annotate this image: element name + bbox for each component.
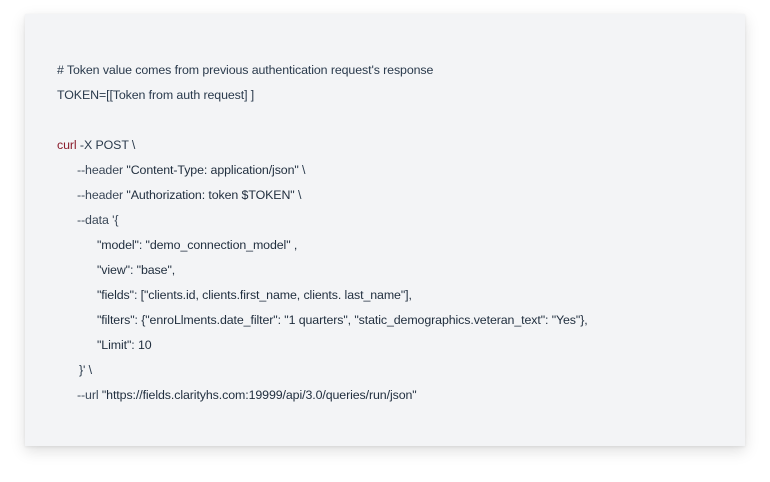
header-content-type-line: --header "Content-Type: application/json…: [57, 158, 729, 183]
json-value: ["clients.id, clients.first_name, client…: [140, 288, 412, 302]
json-value: {"enroLlments.date_filter": "1 quarters"…: [141, 313, 588, 327]
token-text: TOKEN=[[Token from auth request] ]: [57, 88, 255, 102]
json-value: "demo_connection_model" ,: [145, 238, 298, 252]
json-fields-line: "fields": ["clients.id, clients.first_na…: [57, 283, 729, 308]
header-flag: --header: [77, 188, 127, 202]
json-model-line: "model": "demo_connection_model" ,: [57, 233, 729, 258]
header-value: "Authorization: token $TOKEN": [126, 188, 295, 202]
code-content: # Token value comes from previous authen…: [57, 58, 729, 408]
curl-line: curl -X POST \: [57, 133, 729, 158]
json-separator: :: [129, 263, 137, 277]
header-value: "Content-Type: application/json": [126, 163, 299, 177]
data-close-line: }' \: [57, 358, 729, 383]
data-open-line: --data '{: [57, 208, 729, 233]
json-separator: :: [134, 313, 142, 327]
json-separator: :: [138, 238, 146, 252]
json-value: "base",: [136, 263, 176, 277]
data-flag: --data '{: [77, 213, 119, 227]
url-flag: --url: [77, 388, 102, 402]
json-filters-line: "filters": {"enroLlments.date_filter": "…: [57, 308, 729, 333]
json-key: "fields": [97, 288, 134, 302]
url-value: "https://fields.clarityhs.com:19999/api/…: [101, 388, 417, 402]
line-continuation: \: [298, 163, 306, 177]
json-separator: :: [131, 338, 138, 352]
comment-line: # Token value comes from previous authen…: [57, 58, 729, 83]
curl-options: -X POST \: [76, 138, 136, 152]
url-line: --url "https://fields.clarityhs.com:1999…: [57, 383, 729, 408]
curl-keyword: curl: [57, 138, 77, 152]
comment-text: # Token value comes from previous authen…: [57, 63, 434, 77]
json-value: 10: [137, 338, 152, 352]
json-key: "model": [97, 238, 139, 252]
header-flag: --header: [77, 163, 127, 177]
json-key: "Limit": [97, 338, 132, 352]
header-authorization-line: --header "Authorization: token $TOKEN" \: [57, 183, 729, 208]
data-close: }' \: [79, 363, 92, 377]
json-limit-line: "Limit": 10: [57, 333, 729, 358]
code-block: # Token value comes from previous authen…: [25, 14, 745, 446]
json-separator: :: [133, 288, 141, 302]
json-view-line: "view": "base",: [57, 258, 729, 283]
line-continuation: \: [294, 188, 302, 202]
json-key: "filters": [97, 313, 135, 327]
token-line: TOKEN=[[Token from auth request] ]: [57, 83, 729, 108]
blank-line: [57, 108, 729, 133]
json-key: "view": [97, 263, 130, 277]
